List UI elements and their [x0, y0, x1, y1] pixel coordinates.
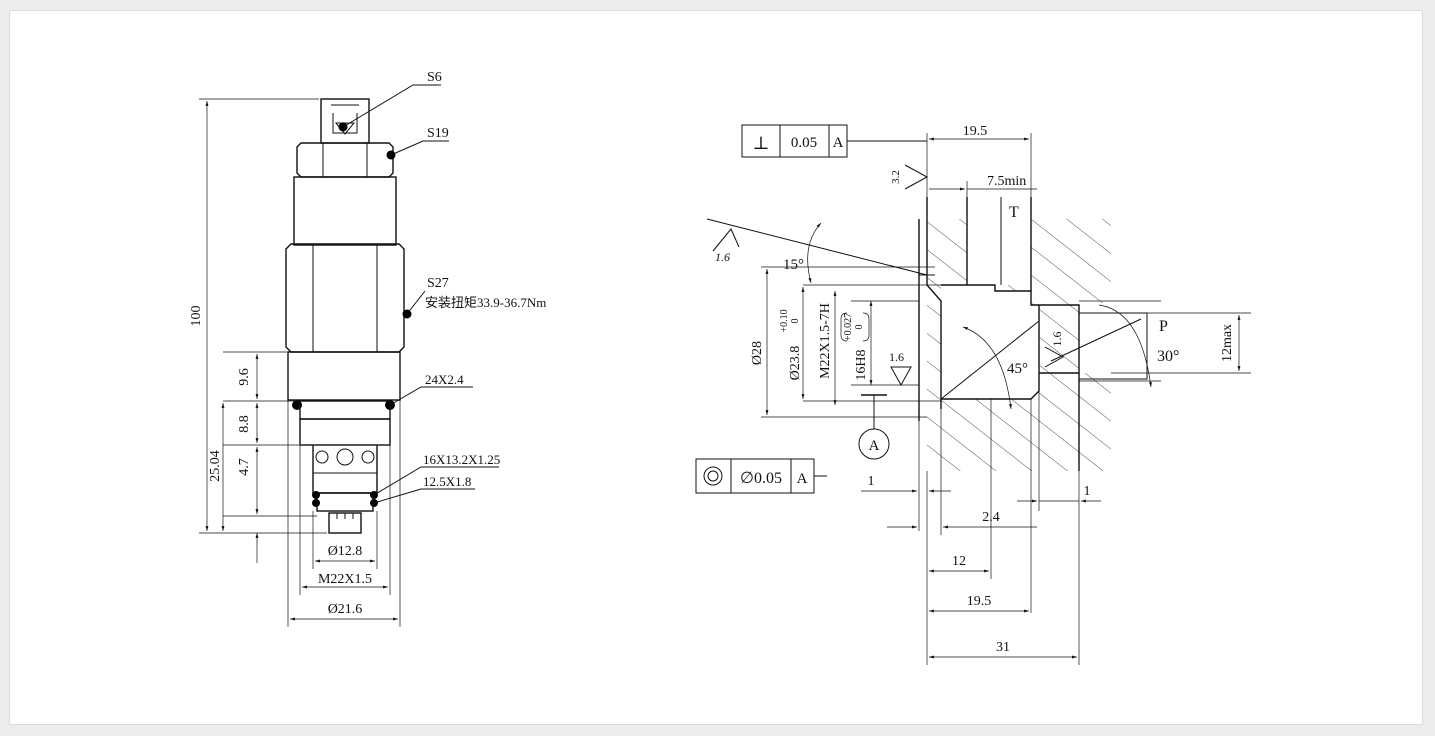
callout-s6: S6: [427, 70, 442, 85]
dim-total-height: 100: [189, 306, 204, 327]
dim-d28: Ø28: [750, 341, 765, 365]
adjusting-screw: [320, 98, 370, 144]
roughness-1-6-a: 1.6: [715, 250, 730, 264]
callout-s19: S19: [427, 126, 449, 141]
dim-d23-8-tol-upper: +0.10: [779, 309, 790, 332]
angle-30-label: 30°: [1157, 348, 1179, 365]
roughness-3-2: 3.2: [890, 170, 902, 184]
cartridge-valve-view: S6 S19 S27 安装扭矩33.9-36.7Nm 24X2.4 16X13.…: [189, 70, 546, 627]
roughness-1-6-symbol: [712, 228, 740, 252]
dim-d23-8: Ø23.8: [788, 346, 803, 381]
roughness-1-6-b: 1.6: [889, 350, 904, 364]
dim-bore-tol-lower: 0: [854, 325, 865, 330]
svg-text:A: A: [833, 135, 844, 151]
svg-text:⊥: ⊥: [753, 133, 770, 153]
dim-8-8: 8.8: [237, 415, 252, 433]
dim-m22-thread: M22X1.5: [318, 572, 372, 587]
dim-9-6: 9.6: [237, 368, 252, 386]
dim-bore-tol-upper: +0.027: [843, 313, 854, 341]
dim-d21-6: Ø21.6: [328, 602, 363, 617]
roughness-3-2-symbol: [904, 164, 929, 190]
oring-12-5: [312, 499, 320, 507]
svg-text:A: A: [797, 471, 808, 487]
dim-bore-16h8: 16H8: [854, 349, 869, 380]
datum-a-label: A: [869, 438, 880, 454]
dim-31: 31: [996, 640, 1010, 655]
dim-1-right: 1: [1084, 484, 1091, 499]
cross-port: [315, 450, 329, 464]
angle-45-label: 45°: [1007, 361, 1028, 377]
dim-1-left: 1: [868, 474, 875, 489]
port-t-label: T: [1009, 204, 1019, 221]
lower-spool: [312, 445, 378, 494]
hydraulic-cartridge-drawing: S6 S19 S27 安装扭矩33.9-36.7Nm 24X2.4 16X13.…: [189, 70, 1251, 665]
callout-oring-24: 24X2.4: [425, 372, 464, 387]
svg-text:∅0.05: ∅0.05: [740, 470, 782, 487]
dim-thread-m22: M22X1.5-7H: [818, 303, 833, 379]
thread-section: [299, 400, 391, 420]
dim-4-7: 4.7: [237, 458, 252, 476]
drawing-card: S6 S19 S27 安装扭矩33.9-36.7Nm 24X2.4 16X13.…: [9, 10, 1423, 725]
port-p-label: P: [1159, 318, 1168, 335]
callout-oring-12: 12.5X1.8: [423, 474, 471, 489]
tolerance-concentricity: ∅0.05 A: [695, 458, 827, 494]
datum-a-marker: [858, 428, 890, 460]
callout-s27: S27: [427, 276, 449, 291]
dim-12max: 12max: [1220, 324, 1235, 362]
dim-2-4: 2.4: [982, 510, 1000, 525]
dim-d23-8-tol-lower: 0: [790, 319, 801, 324]
svg-text:0.05: 0.05: [791, 135, 817, 151]
dim-7-5min: 7.5min: [987, 174, 1026, 189]
cavity-hatch: [927, 219, 1111, 471]
dim-d12-8: Ø12.8: [328, 544, 363, 559]
upper-body: [293, 176, 397, 246]
callout-oring-16: 16X13.2X1.25: [423, 452, 500, 467]
tolerance-perpendicularity: ⊥ 0.05 A: [741, 124, 927, 158]
shoulder: [287, 351, 401, 401]
dim-25-04: 25.04: [208, 450, 223, 482]
angle-15-label: 15°: [783, 257, 804, 273]
oring-16x13: [312, 491, 320, 499]
callout-torque: 安装扭矩33.9-36.7Nm: [425, 295, 546, 310]
dim-12: 12: [952, 554, 966, 569]
hex-body-s27: [285, 243, 405, 353]
locknut-s19: [296, 142, 394, 178]
dim-top-19-5: 19.5: [963, 124, 988, 139]
roughness-1-6-c: 1.6: [1050, 332, 1064, 347]
dim-19-5-bottom: 19.5: [967, 594, 992, 609]
cavity-section-view: P 30° 12max T 19.5 7.5min ⊥ 0.05 A 3.2: [695, 124, 1251, 665]
